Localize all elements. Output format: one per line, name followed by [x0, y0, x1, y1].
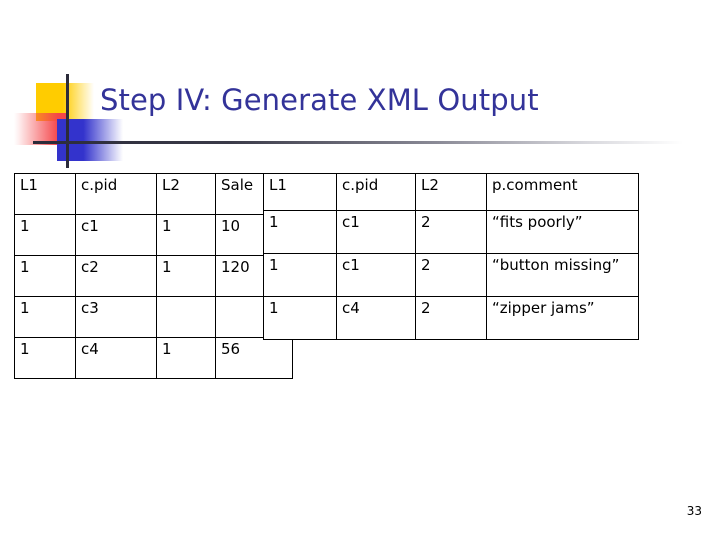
table-header-row: L1 c.pid L2 Sale: [14, 173, 293, 215]
cell-l1: 1: [263, 296, 337, 340]
table-row: 1 c1 2 “fits poorly”: [263, 210, 639, 254]
table-row: 1 c1 2 “button missing”: [263, 253, 639, 297]
column-header-pcomment: p.comment: [486, 173, 639, 211]
cell-l2: 1: [156, 214, 216, 256]
cell-cpid: c2: [75, 255, 157, 297]
cell-l1: 1: [14, 296, 76, 338]
cell-l1: 1: [263, 253, 337, 297]
cell-l1: 1: [14, 214, 76, 256]
cell-l2: [156, 296, 216, 338]
cell-cpid: c4: [336, 296, 416, 340]
cell-l1: 1: [14, 255, 76, 297]
table-row: 1 c3: [14, 296, 293, 338]
cell-cpid: c4: [75, 337, 157, 379]
comment-table: L1 c.pid L2 p.comment 1 c1 2 “fits poorl…: [263, 173, 639, 340]
column-header-cpid: c.pid: [336, 173, 416, 211]
column-header-l1: L1: [14, 173, 76, 215]
red-square-icon: [14, 113, 68, 145]
table-row: 1 c4 2 “zipper jams”: [263, 296, 639, 340]
slide-title: Step IV: Generate XML Output: [100, 83, 539, 117]
table-row: 1 c4 1 56: [14, 337, 293, 379]
cell-cpid: c1: [336, 210, 416, 254]
cell-cpid: c1: [336, 253, 416, 297]
cell-l2: 2: [415, 253, 487, 297]
column-header-l2: L2: [156, 173, 216, 215]
cell-cpid: c1: [75, 214, 157, 256]
cell-pcomment: “button missing”: [486, 253, 639, 297]
cell-sale: 56: [215, 337, 293, 379]
sale-table: L1 c.pid L2 Sale 1 c1 1 10 1 c2 1 120 1 …: [14, 173, 293, 379]
cell-pcomment: “fits poorly”: [486, 210, 639, 254]
cell-pcomment: “zipper jams”: [486, 296, 639, 340]
cell-cpid: c3: [75, 296, 157, 338]
table-row: 1 c2 1 120: [14, 255, 293, 297]
blue-square-icon: [57, 119, 123, 161]
cell-l1: 1: [263, 210, 337, 254]
column-header-l2: L2: [415, 173, 487, 211]
column-header-cpid: c.pid: [75, 173, 157, 215]
cell-l2: 2: [415, 296, 487, 340]
cell-l2: 2: [415, 210, 487, 254]
cell-l2: 1: [156, 255, 216, 297]
table-row: 1 c1 1 10: [14, 214, 293, 256]
cell-l2: 1: [156, 337, 216, 379]
column-header-l1: L1: [263, 173, 337, 211]
page-number: 33: [686, 504, 702, 518]
table-header-row: L1 c.pid L2 p.comment: [263, 173, 639, 211]
cell-l1: 1: [14, 337, 76, 379]
vertical-rule: [66, 74, 69, 168]
horizontal-rule: [33, 141, 683, 144]
yellow-square-icon: [36, 83, 94, 121]
